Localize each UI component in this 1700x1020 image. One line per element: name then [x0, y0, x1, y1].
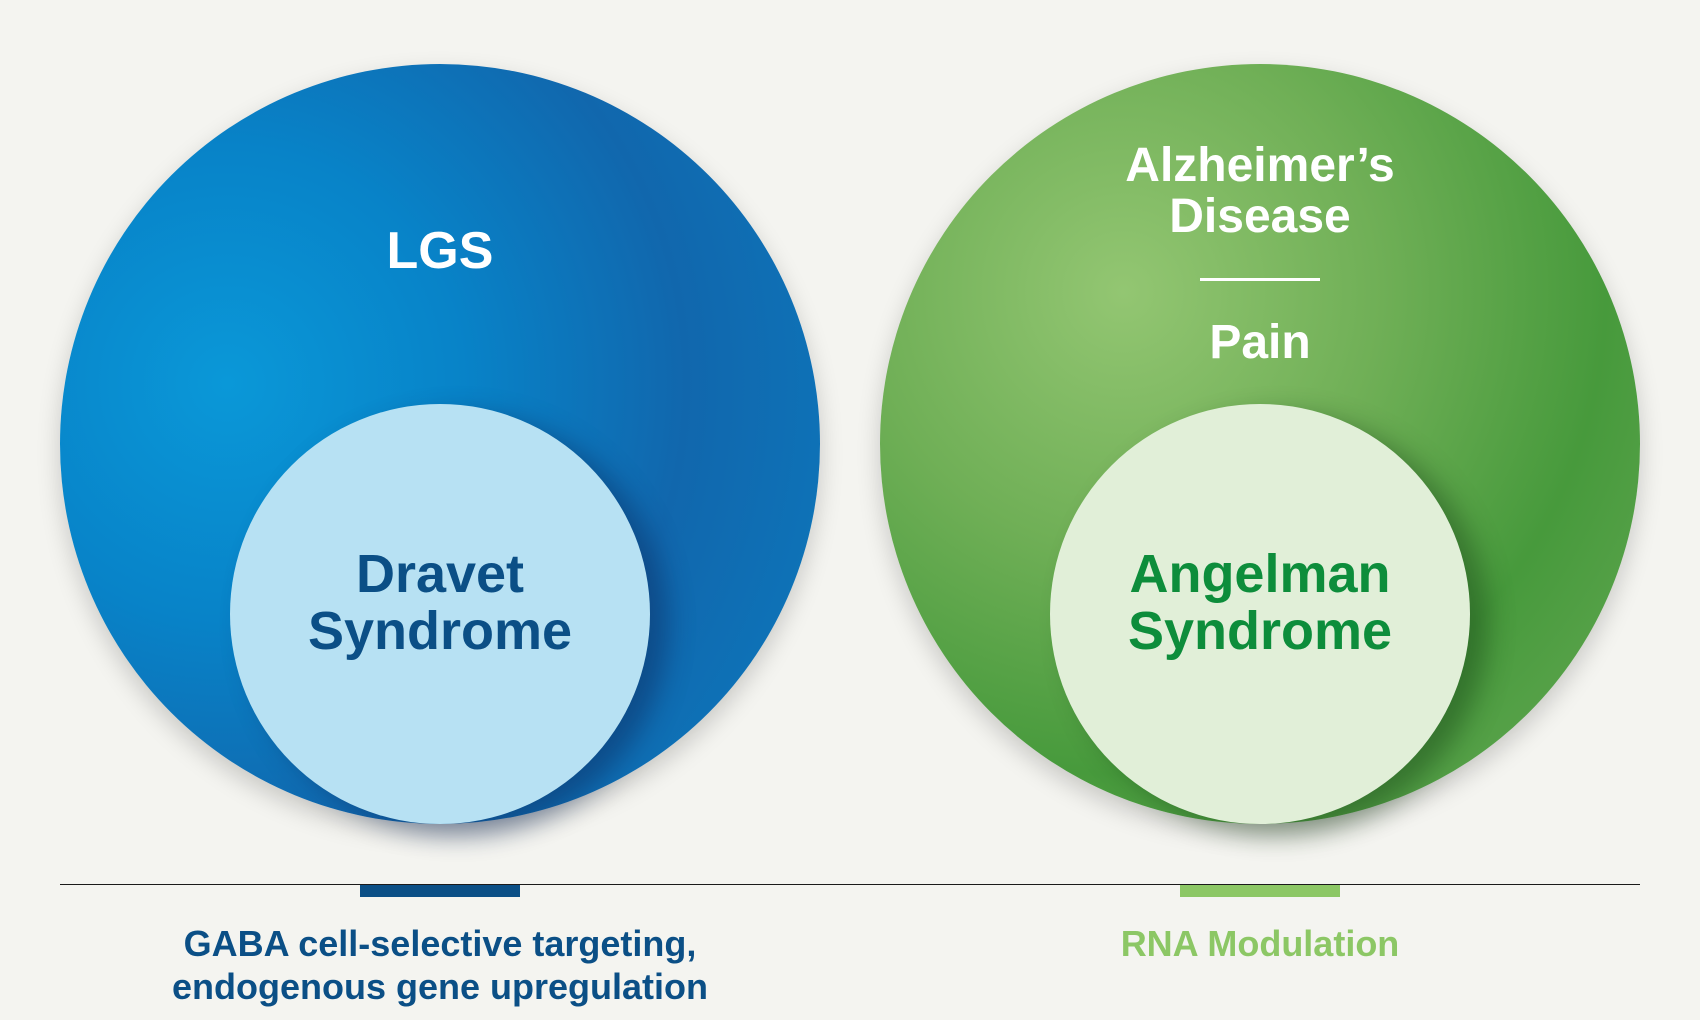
dravet-syndrome-label: Dravet Syndrome — [240, 544, 640, 662]
gaba-targeting-caption: GABA cell-selective targeting, endogenou… — [120, 922, 760, 1008]
rna-modulation-caption: RNA Modulation — [1120, 923, 1400, 964]
pain-label: Pain — [1209, 316, 1311, 369]
angelman-inner-circle — [1050, 404, 1470, 824]
alzheimers-label-line-2: Disease — [1169, 190, 1351, 244]
dravet-label-line-2: Syndrome — [307, 601, 573, 662]
alzheimers-disease-label: Alzheimer’s Disease — [1060, 140, 1460, 243]
gaba-caption-line-2: endogenous gene upregulation — [171, 966, 708, 1008]
lgs-label: LGS — [386, 222, 494, 280]
angelman-label-line-2: Syndrome — [1127, 601, 1393, 662]
angelman-syndrome-label: Angelman Syndrome — [1060, 544, 1460, 662]
label-divider — [1200, 278, 1320, 281]
gaba-caption-line-1: GABA cell-selective targeting, — [183, 923, 697, 964]
blue-marker-tab — [360, 885, 520, 897]
baseline-divider — [60, 884, 1640, 885]
alzheimers-label-line-1: Alzheimer’s — [1125, 139, 1395, 192]
angelman-label-line-1: Angelman — [1129, 544, 1391, 604]
dravet-inner-circle — [230, 404, 650, 824]
dravet-label-line-1: Dravet — [355, 544, 525, 604]
green-marker-tab — [1180, 885, 1340, 897]
